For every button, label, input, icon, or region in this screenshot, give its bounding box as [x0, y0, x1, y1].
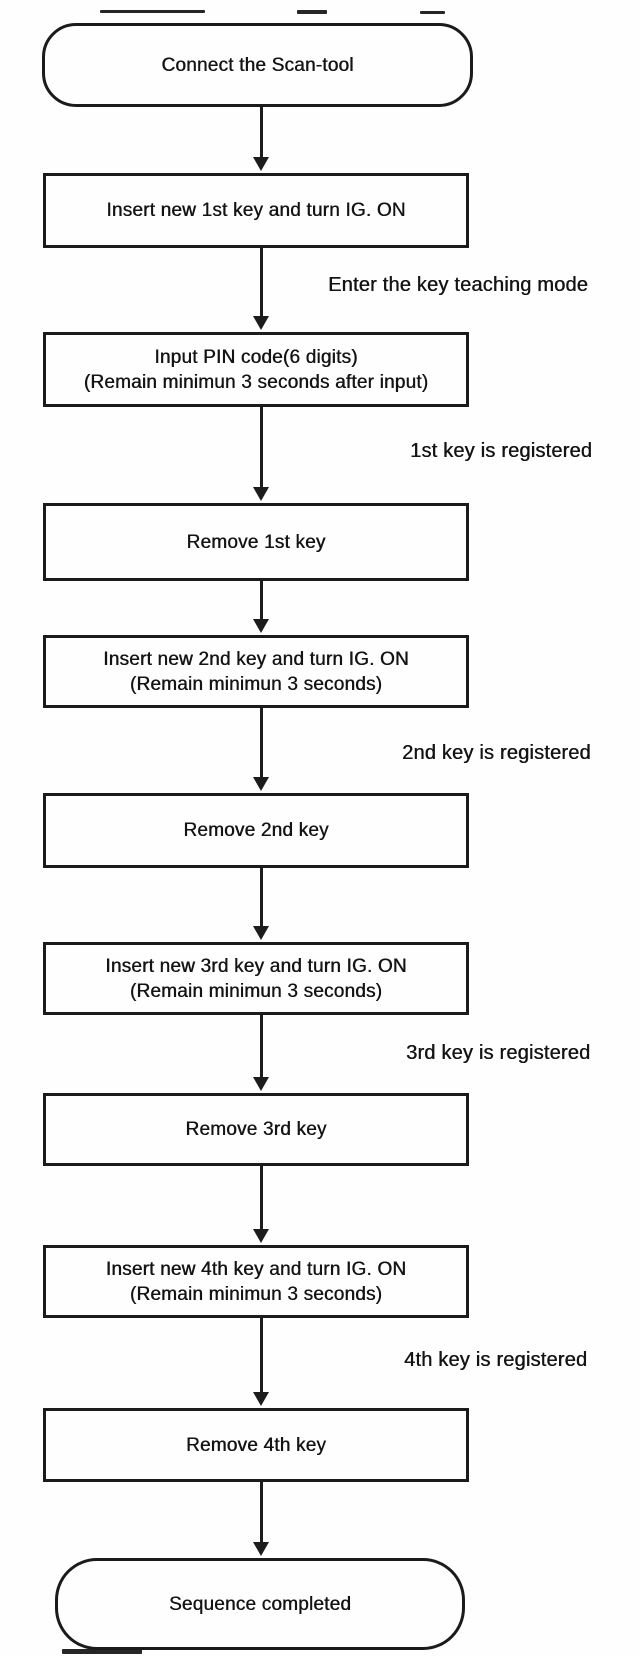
arrow-stem [259, 107, 263, 160]
arrow-stem [259, 248, 263, 319]
arrowhead-down-icon [253, 157, 269, 171]
arrow-stem [259, 407, 263, 490]
node-insert-1st-key: Insert new 1st key and turn IG. ON [43, 173, 469, 248]
arrowhead-down-icon [253, 316, 269, 330]
node-remove-4th-key: Remove 4th key [43, 1408, 469, 1482]
arrow-stem [259, 1318, 263, 1395]
arrow-stem [259, 581, 263, 622]
scan-artifact [100, 10, 205, 13]
flow-arrow [253, 107, 269, 171]
node-input-pin-code: Input PIN code(6 digits) (Remain minimun… [43, 332, 469, 407]
arrow-stem [259, 1015, 263, 1080]
edge-label-enter-key-teaching-mode: Enter the key teaching mode [328, 274, 588, 296]
flow-arrow [253, 248, 269, 330]
arrowhead-down-icon [253, 619, 269, 633]
arrowhead-down-icon [253, 1077, 269, 1091]
flow-arrow [253, 407, 269, 501]
arrow-stem [259, 868, 263, 929]
node-remove-1st-key: Remove 1st key [43, 503, 469, 581]
arrow-stem [259, 1166, 263, 1232]
arrowhead-down-icon [253, 926, 269, 940]
edge-label-3rd-key-registered: 3rd key is registered [406, 1042, 591, 1064]
flow-arrow [253, 581, 269, 633]
flow-arrow [253, 708, 269, 791]
scan-artifact [420, 11, 445, 14]
edge-label-2nd-key-registered: 2nd key is registered [402, 742, 591, 764]
arrow-stem [259, 708, 263, 780]
arrowhead-down-icon [253, 1229, 269, 1243]
flow-arrow [253, 1318, 269, 1406]
node-remove-3rd-key: Remove 3rd key [43, 1093, 469, 1166]
flow-arrow [253, 1015, 269, 1091]
node-remove-2nd-key: Remove 2nd key [43, 793, 469, 868]
node-insert-3rd-key: Insert new 3rd key and turn IG. ON (Rema… [43, 942, 469, 1015]
edge-label-1st-key-registered: 1st key is registered [410, 440, 593, 462]
scan-artifact [62, 1649, 142, 1654]
flow-arrow [253, 1166, 269, 1243]
arrowhead-down-icon [253, 1542, 269, 1556]
arrow-stem [259, 1482, 263, 1545]
scan-artifact [297, 10, 327, 14]
flow-arrow [253, 868, 269, 940]
flow-arrow [253, 1482, 269, 1556]
node-insert-2nd-key: Insert new 2nd key and turn IG. ON (Rema… [43, 635, 469, 708]
arrowhead-down-icon [253, 487, 269, 501]
node-insert-4th-key: Insert new 4th key and turn IG. ON (Rema… [43, 1245, 469, 1318]
node-sequence-completed: Sequence completed [55, 1558, 465, 1650]
edge-label-4th-key-registered: 4th key is registered [404, 1349, 588, 1371]
node-connect-scan-tool: Connect the Scan-tool [42, 23, 473, 107]
arrowhead-down-icon [253, 1392, 269, 1406]
arrowhead-down-icon [253, 777, 269, 791]
